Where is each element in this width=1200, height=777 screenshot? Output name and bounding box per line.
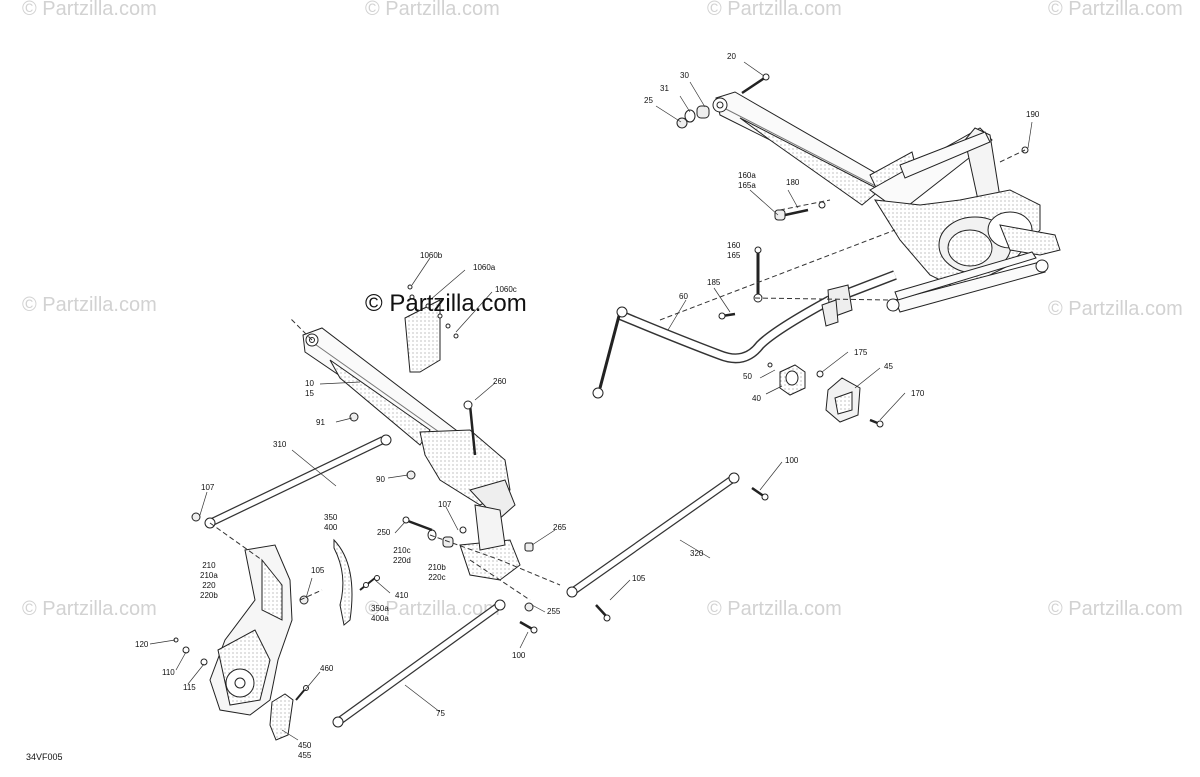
left-trailing-arm [302, 327, 521, 581]
callout-label: 115 [183, 683, 196, 692]
left-arm-hardware [349, 400, 534, 552]
callout-label: 265 [553, 523, 567, 532]
callout-label: 210 210a 220 220b [200, 561, 218, 600]
brake-shield [333, 538, 380, 626]
callout-label: 175 [854, 348, 868, 357]
lateral-link-320 [566, 472, 769, 622]
bushing-clamp [767, 362, 884, 428]
callout-label: 91 [316, 418, 325, 427]
callout-label: 210b 220c [428, 563, 446, 582]
callout-label: 90 [376, 475, 385, 484]
callout-label: 180 [786, 178, 800, 187]
callout-label: 120 [135, 640, 149, 649]
callout-label: 30 [680, 71, 689, 80]
watermark: © Partzilla.com [22, 294, 157, 316]
callout-label: 210c 220d [393, 546, 411, 565]
callout-label: 50 [743, 372, 752, 381]
callout-label: 60 [679, 292, 688, 301]
callout-label: 350a 400a [371, 604, 389, 623]
callout-label: 107 [201, 483, 215, 492]
callout-label: 1060c [495, 285, 517, 294]
callout-label: 40 [752, 394, 761, 403]
watermark: © Partzilla.com [1048, 298, 1183, 320]
mudflap [404, 284, 459, 373]
callout-label: 255 [547, 607, 561, 616]
bracket [269, 685, 309, 741]
callout-label: 100 [785, 456, 799, 465]
watermark: © Partzilla.com [365, 0, 500, 20]
callout-label: 105 [632, 574, 646, 583]
callout-label: 250 [377, 528, 391, 537]
callout-label: 20 [727, 52, 736, 61]
watermark: © Partzilla.com [1048, 598, 1183, 620]
callout-label: 110 [162, 668, 175, 677]
lateral-link-310 [191, 434, 392, 529]
main-watermark: © Partzilla.com [365, 290, 527, 317]
watermark: © Partzilla.com [22, 0, 157, 20]
watermark: © Partzilla.com [365, 598, 500, 620]
right-trailing-arm [712, 91, 1061, 313]
callout-label: 105 [311, 566, 325, 575]
callout-label: 31 [660, 84, 669, 93]
assembly-lines [209, 149, 1026, 601]
leader-lines [149, 61, 1033, 741]
callout-label: 107 [438, 500, 452, 509]
callout-label: 185 [707, 278, 721, 287]
watermark: © Partzilla.com [22, 598, 157, 620]
watermark: © Partzilla.com [707, 0, 842, 20]
callout-label: 100 [512, 651, 526, 660]
callout-label: 350 400 [324, 513, 338, 532]
figure-code: 34VF005 [26, 752, 63, 762]
lateral-link-75 [332, 599, 538, 728]
callout-label: 310 [273, 440, 287, 449]
callout-label: 25 [644, 96, 653, 105]
callout-label: 320 [690, 549, 704, 558]
callout-label: 1060a [473, 263, 496, 272]
callout-label: 160 165 [727, 241, 741, 260]
callout-label: 160a 165a [738, 171, 756, 190]
callout-label: 10 15 [305, 379, 314, 398]
callout-label: 260 [493, 377, 507, 386]
watermark: © Partzilla.com [1048, 0, 1183, 20]
callout-label: 190 [1026, 110, 1040, 119]
callout-label: 460 [320, 664, 334, 673]
watermark: © Partzilla.com [707, 598, 842, 620]
callout-label: 1060b [420, 251, 443, 260]
callout-label: 410 [395, 591, 409, 600]
callout-label: 45 [884, 362, 893, 371]
wheel-knuckle [173, 544, 309, 716]
callout-label: 75 [436, 709, 445, 718]
anti-roll-bar [592, 270, 897, 399]
callout-label: 450 455 [298, 741, 312, 760]
callout-label: 170 [911, 389, 925, 398]
